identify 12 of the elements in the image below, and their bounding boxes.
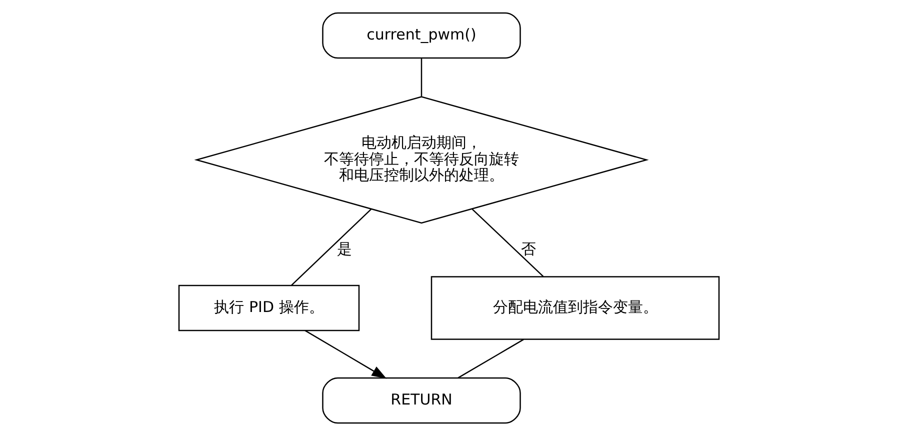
node-box: 分配电流值到指令变量。 xyxy=(430,276,720,340)
node-box: current_pwm() xyxy=(322,12,520,59)
connector xyxy=(471,208,544,277)
edge-label: 是 xyxy=(336,240,352,258)
arrow xyxy=(304,330,386,379)
node-diamond: 电动机启动期间，不等待停止，不等待反向旋转和电压控制以外的处理。 xyxy=(194,96,648,224)
node-box: RETURN xyxy=(322,377,520,424)
connector xyxy=(420,58,422,96)
connector xyxy=(290,208,372,286)
connector xyxy=(457,338,524,378)
node-box: 执行 PID 操作。 xyxy=(178,284,360,332)
edge-label: 否 xyxy=(520,240,536,258)
